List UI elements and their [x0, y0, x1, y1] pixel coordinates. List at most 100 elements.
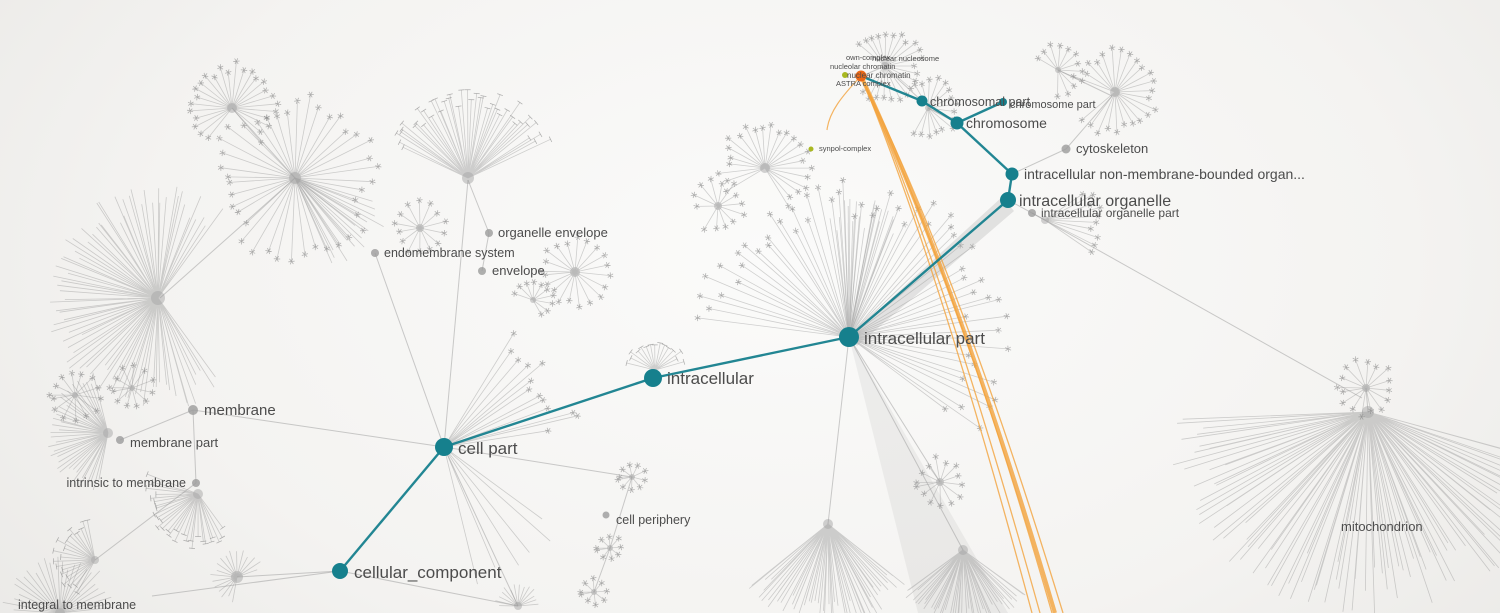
label-cell_periphery: cell periphery [616, 513, 691, 527]
gray-edge [827, 336, 850, 525]
node-cytoskeleton[interactable] [1061, 144, 1071, 154]
cluster-hub [1110, 87, 1120, 97]
fan-tips [614, 461, 649, 494]
gray-edge [1065, 95, 1113, 150]
fan-tips [186, 58, 282, 146]
gray-edge [192, 409, 445, 448]
fan-spokes [617, 464, 646, 491]
fan-spokes [53, 520, 96, 593]
selected-path-edge [339, 446, 445, 572]
gray-edge [887, 69, 923, 102]
fan-spokes [49, 373, 101, 421]
fan-spokes [294, 177, 384, 264]
fan-tips [52, 519, 91, 595]
label-synpol_complex: synpol-complex [819, 144, 871, 153]
label-membrane_part: membrane part [130, 435, 219, 450]
label-mitochondrion: mitochondrion [1341, 519, 1423, 534]
label-cellular_component: cellular_component [354, 563, 502, 582]
gray-edge [159, 177, 296, 299]
label-nuclear_nucleosome: nuclear nucleosome [872, 54, 939, 63]
edge-band [849, 337, 1008, 613]
node-chromosome[interactable] [950, 116, 964, 130]
node-endomembrane_system[interactable] [371, 249, 379, 257]
fan-tips [537, 233, 614, 311]
cluster-hub [55, 608, 65, 613]
gray-edge [1031, 212, 1363, 399]
fan-tips [694, 176, 1012, 432]
fan-spokes [443, 446, 551, 585]
fan-spokes [443, 333, 578, 448]
label-intracellular_nmb: intracellular non-membrane-bounded organ… [1024, 166, 1305, 182]
label-membrane: membrane [204, 402, 276, 419]
label-integral_to_membrane: integral to membrane [18, 598, 136, 612]
node-intracellular_nmb[interactable] [1005, 167, 1019, 181]
fan-spokes [829, 198, 894, 338]
fan-tips [855, 31, 926, 103]
highlight-path-edge [860, 75, 1033, 613]
cluster-hub [72, 392, 78, 398]
fan-spokes [50, 186, 224, 407]
node-synpol_dot[interactable] [808, 146, 814, 152]
label-astra_complex: ASTRA complex [836, 79, 891, 88]
cluster-hub [103, 428, 113, 438]
node-organelle_envelope[interactable] [485, 229, 493, 237]
fan-spokes [394, 200, 446, 253]
node-intracellular_organelle[interactable] [1000, 192, 1016, 208]
label-nucleolar_chromatin: nucleolar chromatin [830, 62, 895, 71]
selected-path-edge [956, 100, 1004, 125]
selected-path-edge [921, 99, 958, 125]
label-cytoskeleton: cytoskeleton [1076, 141, 1148, 156]
label-organelle_part: intracellular organelle part [1041, 206, 1180, 220]
selected-path-edge [652, 335, 850, 380]
label-nuclear_chromatin: nuclear chromatin [847, 71, 911, 80]
label-intrinsic_to_membrane: intrinsic to membrane [67, 476, 187, 490]
node-cellular_component[interactable] [332, 563, 348, 579]
node-intracellular[interactable] [644, 369, 662, 387]
gray-edge [236, 570, 341, 578]
node-membrane_part[interactable] [116, 436, 124, 444]
node-chromosomal_part[interactable] [916, 95, 928, 107]
label-chromosomal_part: chromosomal part [930, 95, 1031, 109]
fan-tips [690, 175, 748, 233]
fan-tips [1070, 44, 1159, 137]
cluster-hub [416, 224, 424, 232]
gray-edge [443, 446, 519, 607]
node-chromosome_part[interactable] [999, 98, 1007, 106]
label-envelope: envelope [492, 263, 545, 278]
label-endomembrane_system: endomembrane system [384, 246, 515, 260]
node-intracellular_part[interactable] [839, 327, 859, 347]
highlight-path-edge [826, 75, 862, 131]
gray-edges [94, 65, 1369, 607]
fan-tips [625, 342, 686, 366]
fan-tips [216, 91, 382, 265]
fan-tips [106, 362, 157, 410]
node-membrane[interactable] [188, 405, 198, 415]
fan-tips [593, 533, 625, 562]
node-intrinsic_to_membrane[interactable] [192, 479, 200, 487]
fan-tips [1333, 356, 1393, 420]
orange-edges [826, 75, 1064, 613]
fan-tips [1079, 190, 1104, 256]
node-astra_dot[interactable] [842, 72, 848, 78]
gray-edge [848, 336, 964, 551]
highlight-path-edge [859, 75, 1057, 613]
fan-spokes [858, 34, 923, 100]
node-cell_periphery[interactable] [602, 511, 610, 519]
fan-tips [577, 574, 611, 609]
selected-path-edge [443, 376, 654, 449]
gray-edge [1365, 387, 1369, 413]
fan-tips [391, 197, 450, 256]
gray-edge [481, 232, 490, 272]
fan-tips [1034, 41, 1086, 100]
node-envelope[interactable] [478, 267, 486, 275]
gray-edge [119, 409, 194, 441]
fan-spokes [514, 281, 554, 315]
node-cell_part[interactable] [435, 438, 453, 456]
node-nuclear_chromatin_node[interactable] [855, 70, 867, 82]
fan-spokes [2, 556, 113, 613]
node-organelle_part[interactable] [1028, 209, 1036, 217]
fan-spokes [189, 61, 279, 143]
gray-edge [374, 252, 445, 448]
